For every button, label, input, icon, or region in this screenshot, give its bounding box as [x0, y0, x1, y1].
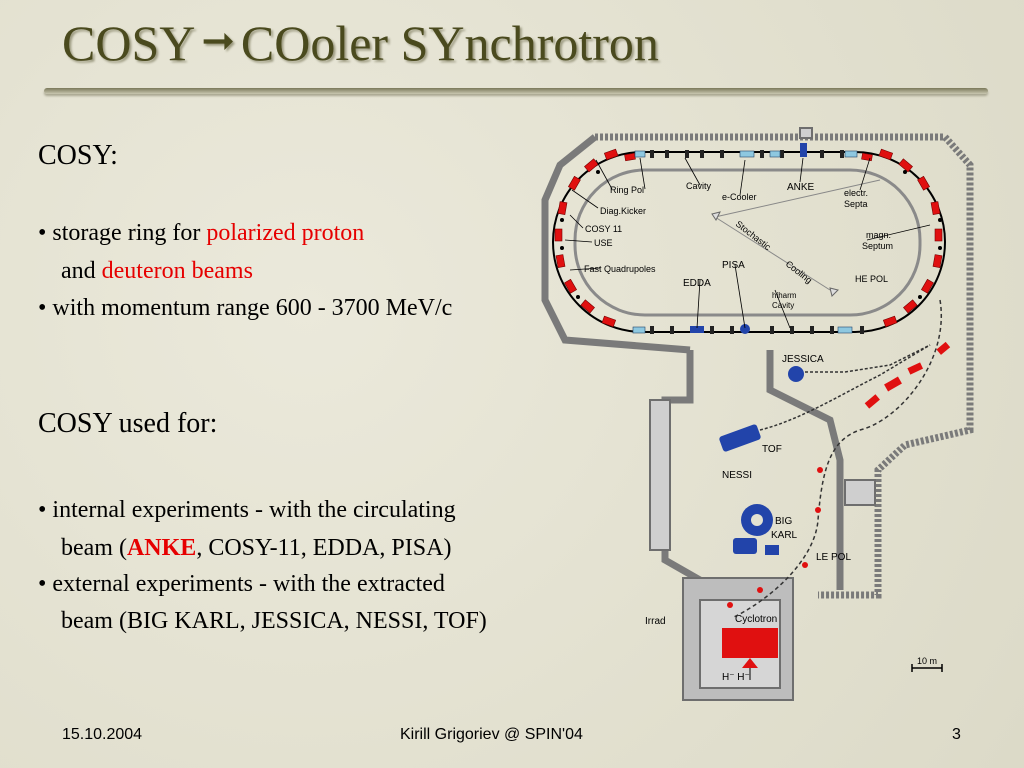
bullet-external: • external experiments - with the extrac…	[38, 571, 445, 597]
label-he-pol: HE POL	[855, 274, 888, 284]
bullet-1-cont-prefix: and	[61, 258, 102, 284]
bullet-3-prefix: beam (	[61, 535, 127, 561]
inner-ring-hall	[573, 168, 922, 317]
jessica-beamline	[800, 344, 931, 373]
label-pisa: PISA	[722, 260, 745, 271]
bullet-3-suffix: , COSY-11, EDDA, PISA)	[196, 535, 452, 561]
label-septum: Septum	[862, 241, 893, 251]
label-diag-kicker: Diag.Kicker	[600, 206, 646, 216]
title-right: COoler SYnchrotron	[240, 15, 659, 71]
bullet-external-cont: beam (BIG KARL, JESSICA, NESSI, TOF)	[61, 608, 487, 634]
bullet-storage-ring-cont: and deuteron beams	[61, 258, 253, 285]
title-left: COSY	[62, 15, 196, 71]
label-edda: EDDA	[683, 278, 711, 289]
external-experiments	[719, 366, 804, 555]
label-nessi: NESSI	[722, 470, 752, 481]
label-fast-quadrupoles: Fast Quadrupoles	[584, 264, 656, 274]
label-ring-pol: Ring Pol	[610, 185, 644, 195]
scale-bar	[911, 664, 943, 672]
label-cavity: Cavity	[686, 181, 712, 191]
bullet-1-cont-red: deuteron beams	[101, 258, 253, 284]
heading-cosy: COSY:	[38, 140, 118, 171]
label-tof: TOF	[762, 444, 782, 455]
slide-title: COSY➞COoler SYnchrotron	[62, 14, 659, 72]
label-cosy11: COSY 11	[585, 224, 622, 234]
label-hiharm: hiharm	[772, 291, 797, 300]
label-electr: electr.	[844, 188, 868, 198]
bullet-3-anke: ANKE	[126, 535, 197, 561]
footer-page-number: 3	[952, 726, 961, 743]
cyclotron	[722, 628, 778, 680]
footer-author: Kirill Grigoriev @ SPIN'04	[400, 726, 583, 743]
tof-beamline	[759, 344, 931, 431]
bullet-storage-ring: • storage ring for polarized proton	[38, 220, 364, 247]
label-irrad: Irrad	[645, 616, 666, 627]
label-scale: 10 m	[917, 656, 937, 666]
label-hiharm-cavity: Cavity	[772, 301, 794, 310]
ring-dots	[560, 170, 942, 299]
leader-lines	[564, 157, 931, 329]
label-use: USE	[594, 238, 613, 248]
bullet-1-prefix: • storage ring for	[38, 220, 207, 246]
title-divider	[44, 88, 988, 94]
ring-internals	[711, 179, 881, 297]
label-big: BIG	[775, 516, 792, 527]
quadrupoles	[650, 150, 864, 334]
dipole-magnets	[554, 148, 943, 328]
extraction-dipoles	[727, 341, 951, 608]
label-septa: Septa	[844, 199, 868, 209]
detectors-ring	[690, 143, 807, 334]
label-anke: ANKE	[787, 182, 815, 193]
label-jessica: JESSICA	[782, 354, 824, 365]
label-cyclotron: Cyclotron	[735, 614, 777, 625]
extraction-beamline	[731, 299, 942, 619]
label-cooling: Cooling	[784, 259, 814, 286]
footer-date: 15.10.2004	[62, 726, 143, 743]
bullet-internal: • internal experiments - with the circul…	[38, 497, 456, 523]
label-h-minus: H⁻ H⁻	[722, 672, 750, 683]
label-stochastic: Stochastic	[734, 219, 773, 253]
bullet-momentum: • with momentum range 600 - 3700 MeV/c	[38, 295, 453, 321]
heading-cosy-used: COSY used for:	[38, 408, 218, 439]
bullet-1-red: polarized proton	[206, 220, 365, 246]
label-e-cooler: e-Cooler	[722, 192, 757, 202]
label-magn: magn.	[866, 230, 891, 240]
bullet-internal-cont: beam (ANKE, COSY-11, EDDA, PISA)	[61, 535, 451, 562]
label-le-pol: LE POL	[816, 552, 851, 563]
right-arrow-icon: ➞	[201, 18, 235, 63]
cavities	[632, 150, 858, 334]
label-karl: KARL	[771, 530, 798, 541]
